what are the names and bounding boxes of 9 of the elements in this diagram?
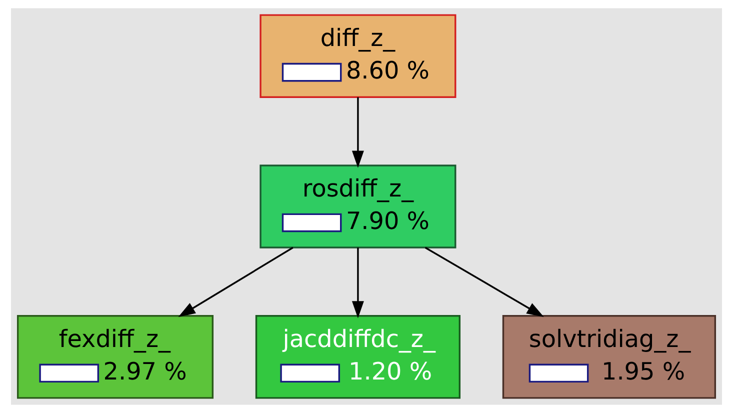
arrow bbox=[178, 246, 294, 318]
node-box: rosdiff_z_ 7.90 % bbox=[260, 164, 456, 248]
arrow bbox=[352, 248, 364, 318]
node-box: solvtridiag_z_ 1.95 % bbox=[502, 315, 716, 399]
arrow bbox=[352, 97, 364, 168]
arrow bbox=[424, 246, 544, 317]
node-box: diff_z_ 8.60 % bbox=[260, 14, 456, 98]
node-box: jacddiffdc_z_ 1.20 % bbox=[255, 315, 460, 399]
node-box: fexdiff_z_ 2.97 % bbox=[16, 315, 214, 399]
